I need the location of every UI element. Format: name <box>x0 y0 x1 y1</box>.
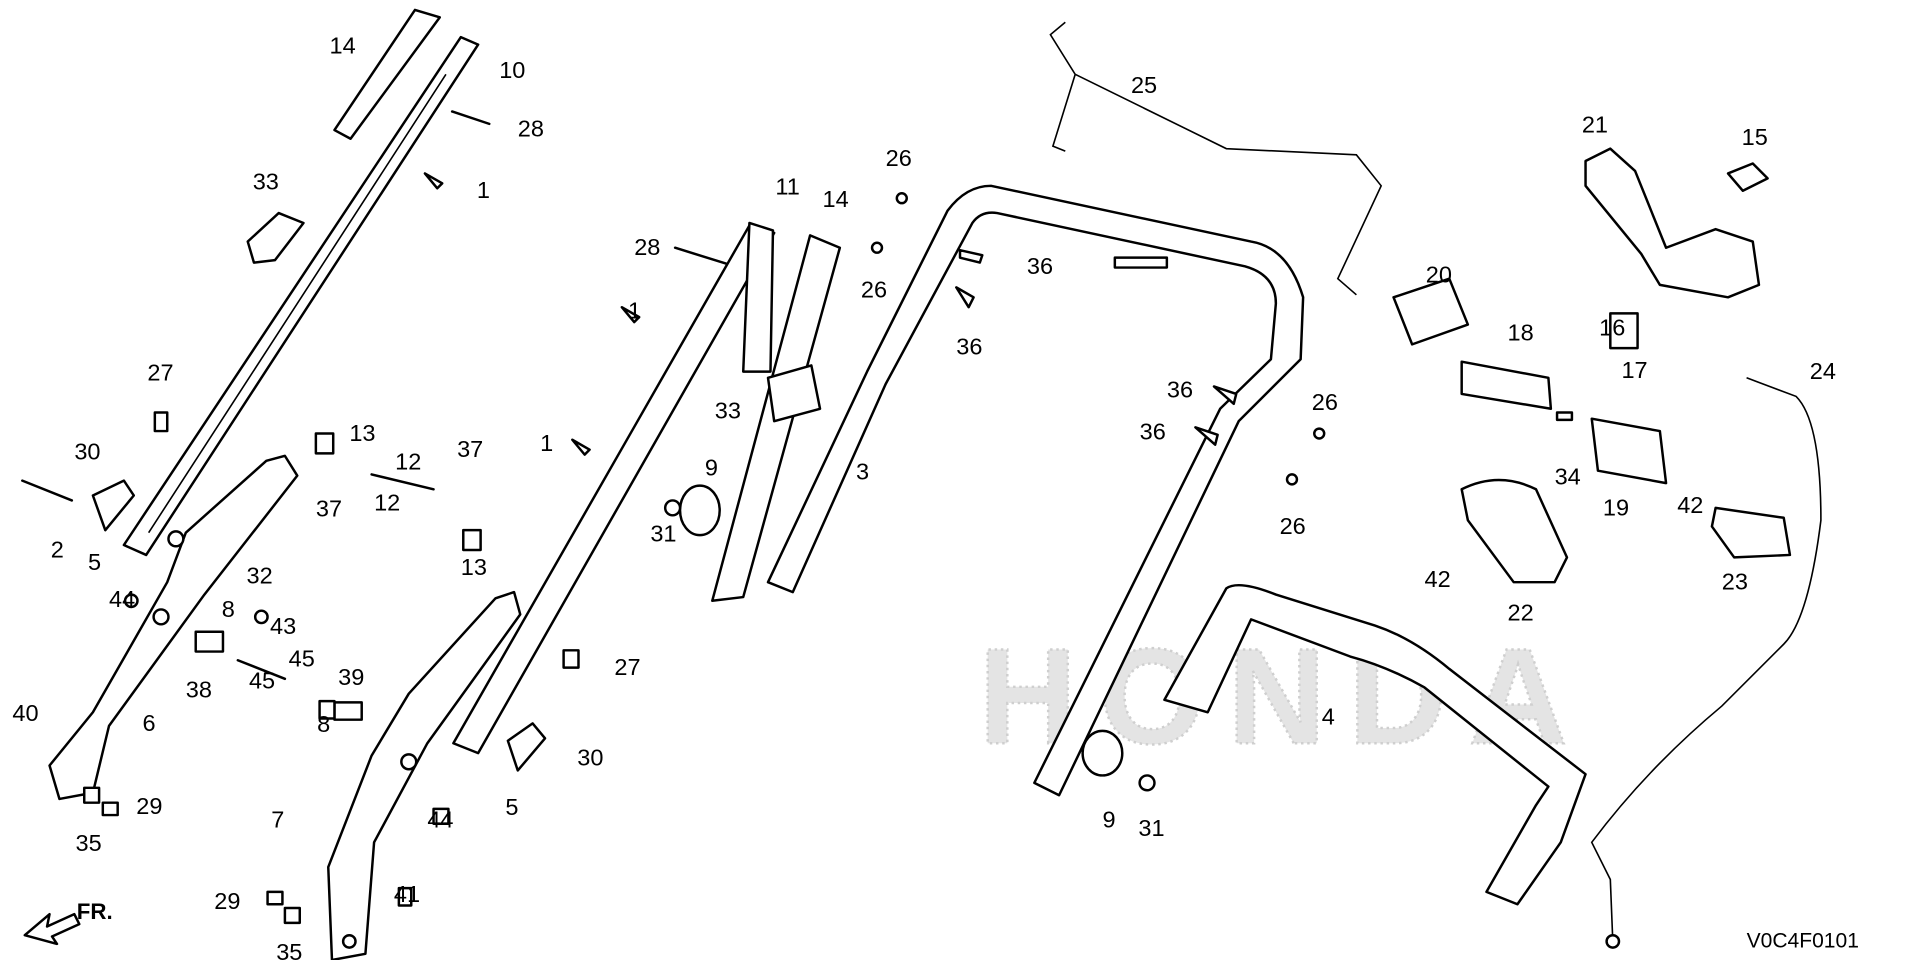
callout[interactable]: 30 <box>74 439 100 465</box>
callout[interactable]: 27 <box>614 654 640 680</box>
lower-arm-7 <box>327 590 522 960</box>
callout[interactable]: 29 <box>136 793 162 819</box>
callout[interactable]: 45 <box>289 645 315 671</box>
grip-pad-33-left <box>246 211 305 264</box>
callout[interactable]: 4 <box>1322 704 1335 730</box>
callout[interactable]: 7 <box>271 806 284 832</box>
callout[interactable]: 5 <box>88 549 101 575</box>
main-handle-3 <box>766 184 1326 797</box>
upper-pipe-middle <box>452 221 842 755</box>
callout[interactable]: 37 <box>457 436 483 462</box>
svg-text:FR.: FR. <box>77 899 113 924</box>
callout[interactable]: 40 <box>12 700 38 726</box>
callout[interactable]: 1 <box>540 430 553 456</box>
lower-handle-4 <box>1163 583 1587 906</box>
callout[interactable]: 16 <box>1599 315 1625 341</box>
callout-labels: 14 10 28 1 33 27 30 2 5 44 13 12 37 37 1… <box>12 32 1836 960</box>
callout[interactable]: 10 <box>499 57 525 83</box>
upper-pipe-left <box>122 8 480 557</box>
callout[interactable]: 8 <box>317 711 330 737</box>
callout[interactable]: 42 <box>1425 566 1451 592</box>
callout[interactable]: 26 <box>886 145 912 171</box>
callout[interactable]: 22 <box>1508 600 1534 626</box>
callout[interactable]: 13 <box>461 554 487 580</box>
knob-5-right <box>506 722 547 772</box>
callout[interactable]: 37 <box>316 496 342 522</box>
callout[interactable]: 38 <box>186 676 212 702</box>
callout[interactable]: 13 <box>349 420 375 446</box>
callout[interactable]: 31 <box>650 520 676 546</box>
callout[interactable]: 44 <box>427 806 453 832</box>
small-hardware <box>21 110 733 925</box>
callout[interactable]: 9 <box>1102 806 1115 832</box>
callout[interactable]: 33 <box>715 398 741 424</box>
callout[interactable]: 14 <box>329 32 355 58</box>
throttle-assembly <box>1392 147 1792 584</box>
callout[interactable]: 44 <box>109 586 135 612</box>
callout[interactable]: 3 <box>856 458 869 484</box>
knob-5-left <box>91 479 136 532</box>
callout[interactable]: 26 <box>1312 389 1338 415</box>
callout[interactable]: 14 <box>823 186 849 212</box>
callout[interactable]: 5 <box>505 794 518 820</box>
callout[interactable]: 33 <box>253 169 279 195</box>
callout[interactable]: 25 <box>1131 72 1157 98</box>
callout[interactable]: 34 <box>1555 463 1581 489</box>
callout[interactable]: 36 <box>1027 253 1053 279</box>
callout[interactable]: 35 <box>76 830 102 856</box>
callout[interactable]: 43 <box>270 613 296 639</box>
diagram-code: V0C4F0101 <box>1747 930 1859 953</box>
callout[interactable]: 23 <box>1722 569 1748 595</box>
callout[interactable]: 36 <box>1140 419 1166 445</box>
callout[interactable]: 42 <box>1677 492 1703 518</box>
control-rod-25 <box>1049 21 1383 296</box>
callout[interactable]: 12 <box>395 448 421 474</box>
throttle-cable-24 <box>1590 377 1822 942</box>
callout[interactable]: 8 <box>222 596 235 622</box>
callout[interactable]: 2 <box>51 536 64 562</box>
callout[interactable]: 32 <box>247 562 273 588</box>
callout[interactable]: 1 <box>628 297 641 323</box>
callout[interactable]: 21 <box>1582 112 1608 138</box>
front-direction-arrow: FR. <box>23 899 113 946</box>
callout[interactable]: 11 <box>775 173 799 199</box>
callout[interactable]: 6 <box>142 710 155 736</box>
callout[interactable]: 9 <box>705 455 718 481</box>
callout[interactable]: 35 <box>276 939 302 960</box>
callout[interactable]: 29 <box>214 888 240 914</box>
callout[interactable]: 24 <box>1810 358 1836 384</box>
callout[interactable]: 15 <box>1742 124 1768 150</box>
lower-arm-6 <box>48 454 299 801</box>
callout[interactable]: 30 <box>577 745 603 771</box>
callout[interactable]: 45 <box>249 668 275 694</box>
callout[interactable]: 27 <box>147 359 173 385</box>
callout[interactable]: 18 <box>1508 320 1534 346</box>
callout[interactable]: 20 <box>1426 261 1452 287</box>
callout[interactable]: 1 <box>477 177 490 203</box>
callout[interactable]: 17 <box>1621 357 1647 383</box>
callout[interactable]: 31 <box>1138 815 1164 841</box>
callout[interactable]: 26 <box>1280 513 1306 539</box>
callout[interactable]: 39 <box>338 664 364 690</box>
callout[interactable]: 26 <box>861 276 887 302</box>
callout[interactable]: 36 <box>1167 377 1193 403</box>
callout[interactable]: 28 <box>518 115 544 141</box>
callout[interactable]: 28 <box>634 234 660 260</box>
callout[interactable]: 41 <box>394 881 420 907</box>
callout[interactable]: 12 <box>374 489 400 515</box>
callout[interactable]: 36 <box>956 333 982 359</box>
callout[interactable]: 19 <box>1603 494 1629 520</box>
